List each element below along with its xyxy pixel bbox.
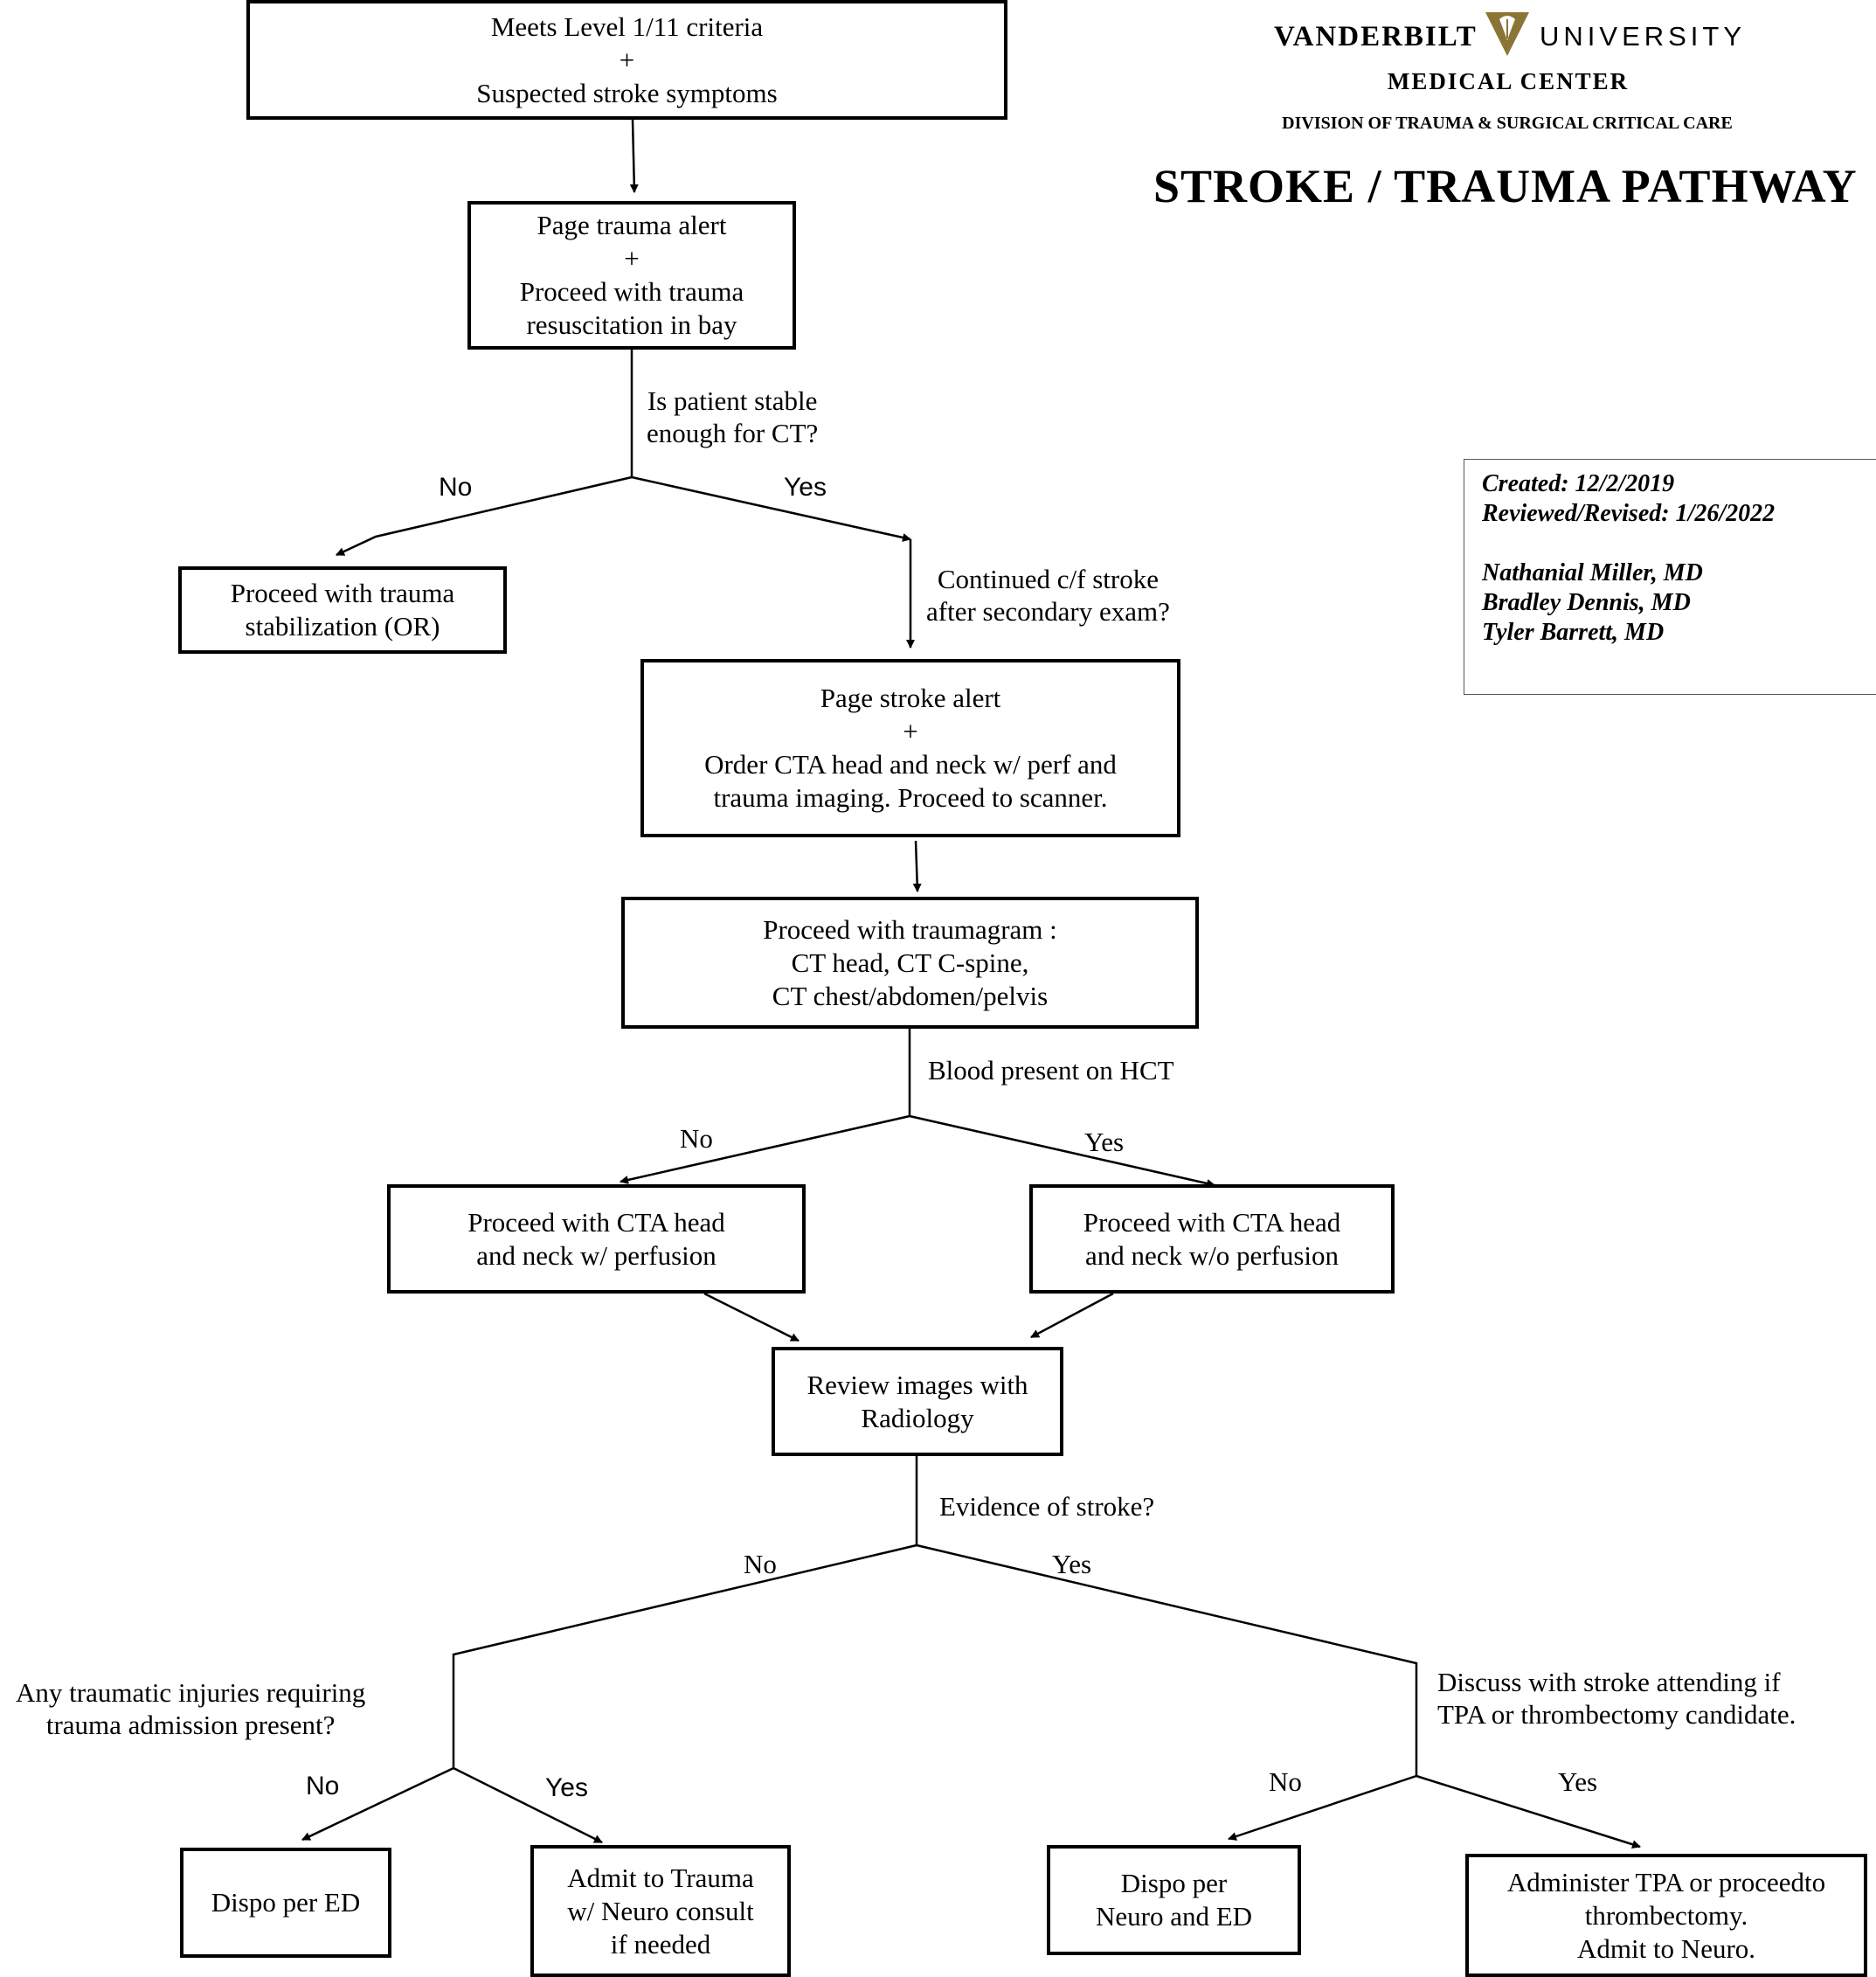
node-text: Dispo per xyxy=(1120,1868,1228,1898)
logo-subtitle: MEDICAL CENTER xyxy=(1387,68,1630,94)
node-administer-tpa: Administer TPA or proceedto thrombectomy… xyxy=(1465,1854,1867,1977)
logo-wordmark-left: VANDERBILT xyxy=(1274,21,1478,52)
node-text: Proceed with traumagram : xyxy=(763,913,1057,945)
question-evidence-of-stroke: Evidence of stroke? xyxy=(939,1490,1154,1523)
logo: VANDERBILT UNIVERSITY xyxy=(1274,9,1742,59)
node-text: stabilization (OR) xyxy=(245,611,440,642)
page-title: STROKE / TRAUMA PATHWAY xyxy=(1153,160,1858,212)
connector-attending-no xyxy=(1228,1774,1417,1841)
connector-evidence-yes xyxy=(916,1543,1418,1776)
question-text: Blood present on HCT xyxy=(928,1055,1174,1086)
connector-stable-yes xyxy=(631,475,911,542)
node-admit-to-trauma: Admit to Trauma w/ Neuro consult if need… xyxy=(530,1845,791,1977)
branch-label-yes: Yes xyxy=(1052,1549,1092,1579)
connector-without-perf-to-review xyxy=(1030,1292,1114,1339)
author-name: Bradley Dennis, MD xyxy=(1482,589,1691,616)
node-start: Meets Level 1/11 criteria + Suspected st… xyxy=(246,0,1007,120)
node-text: Proceed with CTA head xyxy=(467,1206,725,1238)
node-traumagram: Proceed with traumagram : CT head, CT C-… xyxy=(621,897,1199,1029)
question-text: TPA or thrombectomy candidate. xyxy=(1437,1699,1796,1730)
question-text: Discuss with stroke attending if xyxy=(1437,1667,1781,1697)
connector-attending-yes xyxy=(1416,1774,1641,1849)
node-review-images: Review images with Radiology xyxy=(772,1347,1063,1456)
question-stable-for-ct: Is patient stable enough for CT? xyxy=(647,385,818,449)
node-text: trauma imaging. Proceed to scanner. xyxy=(713,782,1108,813)
branch-label-yes: Yes xyxy=(1084,1127,1125,1157)
node-text: Admit to Trauma xyxy=(567,1862,754,1893)
question-discuss-attending: Discuss with stroke attending if TPA or … xyxy=(1437,1666,1796,1731)
node-text: Proceed with CTA head xyxy=(1083,1206,1341,1238)
reviewed-date: Reviewed/Revised: 1/26/2022 xyxy=(1482,500,1776,527)
node-trauma-stabilization: Proceed with trauma stabilization (OR) xyxy=(178,566,507,654)
node-text: and neck w/o perfusion xyxy=(1084,1239,1340,1271)
node-text: CT chest/abdomen/pelvis xyxy=(772,980,1049,1011)
node-page-stroke-alert: Page stroke alert + Order CTA head and n… xyxy=(640,659,1180,837)
node-dispo-per-ed: Dispo per ED xyxy=(180,1848,391,1958)
branch-label-no: No xyxy=(744,1549,777,1579)
vanderbilt-logo-icon xyxy=(1485,12,1529,56)
connector-blood-yes xyxy=(909,1114,1215,1188)
node-text: Suspected stroke symptoms xyxy=(476,77,778,108)
node-text: if needed xyxy=(610,1928,711,1960)
question-continued-stroke: Continued c/f stroke after secondary exa… xyxy=(926,563,1170,628)
branch-label-yes: Yes xyxy=(545,1773,588,1802)
credits-box: Created: 12/2/2019 Reviewed/Revised: 1/2… xyxy=(1464,459,1876,695)
connector-page-stroke-to-traumagram xyxy=(912,840,922,892)
question-text: after secondary exam? xyxy=(926,596,1170,627)
node-text: Proceed with trauma xyxy=(519,276,744,307)
branch-label-yes: Yes xyxy=(1558,1766,1598,1797)
node-page-trauma-alert: Page trauma alert + Proceed with trauma … xyxy=(467,201,796,350)
node-text: + xyxy=(903,716,918,746)
created-date: Created: 12/2/2019 xyxy=(1482,470,1675,497)
branch-label-yes: Yes xyxy=(784,473,827,502)
question-text: Continued c/f stroke xyxy=(937,564,1159,594)
node-text: Dispo per ED xyxy=(211,1887,361,1918)
node-text: Meets Level 1/11 criteria xyxy=(490,10,764,42)
question-text: trauma admission present? xyxy=(45,1710,336,1740)
question-blood-on-hct: Blood present on HCT xyxy=(928,1054,1174,1086)
node-text: and neck w/ perfusion xyxy=(476,1239,716,1271)
node-text: Proceed with trauma xyxy=(230,578,455,608)
connector-injuries-yes xyxy=(453,1766,603,1844)
node-text: Order CTA head and neck w/ perf and xyxy=(704,749,1117,780)
branch-label-no: No xyxy=(680,1123,713,1154)
question-text: Any traumatic injuries requiring xyxy=(16,1677,366,1708)
connector-start-to-page-trauma xyxy=(629,119,639,193)
node-text: Page trauma alert xyxy=(536,210,727,240)
connector-injuries-no xyxy=(301,1766,454,1842)
branch-label-no: No xyxy=(439,473,473,502)
node-cta-with-perfusion: Proceed with CTA head and neck w/ perfus… xyxy=(387,1184,806,1294)
author-name: Nathanial Miller, MD xyxy=(1482,559,1703,586)
node-text: Admit to Neuro. xyxy=(1576,1932,1756,1964)
node-text: resuscitation in bay xyxy=(526,309,737,340)
node-text: thrombectomy. xyxy=(1584,1899,1748,1931)
node-dispo-per-neuro-and-ed: Dispo per Neuro and ED xyxy=(1047,1845,1301,1955)
connector-blood-no xyxy=(620,1114,910,1184)
connector-with-perf-to-review xyxy=(703,1292,800,1342)
question-text: Evidence of stroke? xyxy=(939,1491,1155,1522)
connector-stable-no xyxy=(336,475,633,557)
connector-evidence-no xyxy=(452,1543,917,1768)
node-text: Radiology xyxy=(861,1402,974,1433)
node-text: w/ Neuro consult xyxy=(567,1895,754,1926)
node-text: Administer TPA or proceedto xyxy=(1506,1866,1826,1897)
node-text: Review images with xyxy=(806,1369,1028,1400)
node-text: CT head, CT C-spine, xyxy=(791,947,1029,978)
node-text: + xyxy=(619,44,635,75)
branch-label-no: No xyxy=(306,1772,340,1800)
node-text: + xyxy=(624,243,640,274)
node-text: Neuro and ED xyxy=(1095,1901,1253,1932)
branch-label-no: No xyxy=(1269,1766,1302,1797)
logo-wordmark-right: UNIVERSITY xyxy=(1540,21,1747,52)
node-text: Page stroke alert xyxy=(820,683,1001,713)
node-cta-without-perfusion: Proceed with CTA head and neck w/o perfu… xyxy=(1029,1184,1395,1294)
author-name: Tyler Barrett, MD xyxy=(1482,619,1665,646)
division-name: DIVISION OF TRAUMA & SURGICAL CRITICAL C… xyxy=(1282,114,1733,133)
question-text: enough for CT? xyxy=(647,418,819,448)
question-text: Is patient stable xyxy=(647,385,818,416)
question-traumatic-injuries: Any traumatic injuries requiring trauma … xyxy=(16,1676,365,1741)
